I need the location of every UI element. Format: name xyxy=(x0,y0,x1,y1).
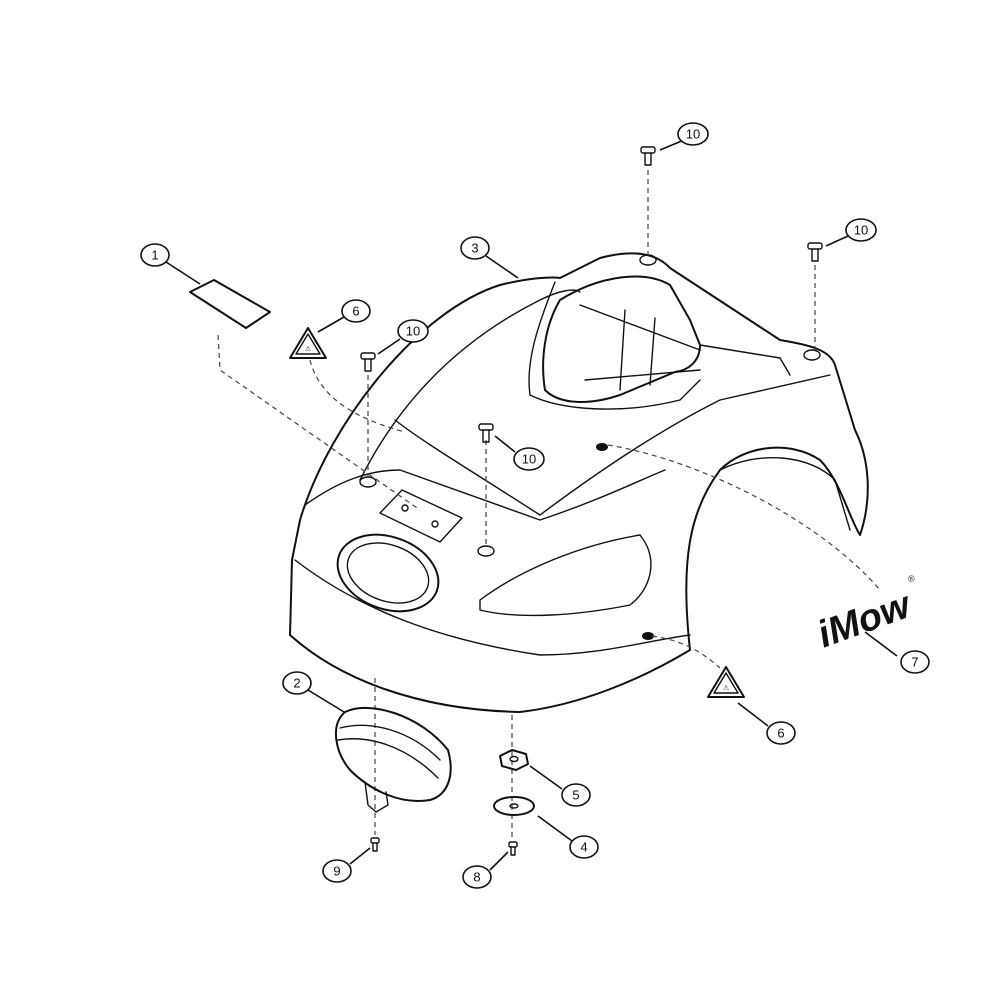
callout-10-left[interactable]: 10 xyxy=(397,319,429,343)
screw-icon[interactable] xyxy=(508,841,518,856)
callout-9[interactable]: 9 xyxy=(322,859,352,883)
callout-10-right[interactable]: 10 xyxy=(845,218,877,242)
callout-10-top[interactable]: 10 xyxy=(677,122,709,146)
callout-label: 5 xyxy=(572,788,579,803)
leader-lines xyxy=(165,139,898,871)
callout-label: 7 xyxy=(911,655,918,670)
callout-10-center[interactable]: 10 xyxy=(513,447,545,471)
callout-5[interactable]: 5 xyxy=(561,783,591,807)
callout-2[interactable]: 2 xyxy=(282,671,312,695)
svg-text:⚠: ⚠ xyxy=(305,345,312,353)
callout-7[interactable]: 7 xyxy=(900,650,930,674)
assembly-lines xyxy=(217,170,881,840)
screw-icon[interactable] xyxy=(640,146,656,166)
screw-icon[interactable] xyxy=(370,837,380,852)
washer[interactable] xyxy=(493,796,535,816)
callout-label: 10 xyxy=(522,452,536,467)
screw-icon[interactable] xyxy=(360,352,376,372)
callout-8[interactable]: 8 xyxy=(462,865,492,889)
logo-registered-mark: ® xyxy=(907,573,917,585)
callout-1[interactable]: 1 xyxy=(140,243,170,267)
label-position-dot xyxy=(642,632,654,640)
callout-label: 6 xyxy=(352,304,359,319)
callout-6-lower[interactable]: 6 xyxy=(766,721,796,745)
screw-icon[interactable] xyxy=(807,242,823,262)
imow-logo[interactable]: iMow ® xyxy=(810,573,930,657)
callout-4[interactable]: 4 xyxy=(569,835,599,859)
callout-label: 3 xyxy=(471,241,478,256)
label-position-dot xyxy=(596,443,608,451)
callout-label: 8 xyxy=(473,870,480,885)
callout-label: 1 xyxy=(151,248,158,263)
screw-icon[interactable] xyxy=(478,423,494,443)
callout-label: 6 xyxy=(777,726,784,741)
warning-triangle-icon[interactable]: ⚠ xyxy=(707,666,745,698)
svg-text:⚠: ⚠ xyxy=(723,684,730,692)
nut[interactable] xyxy=(499,749,529,771)
mower-cover[interactable] xyxy=(289,252,869,713)
callout-3[interactable]: 3 xyxy=(460,236,490,260)
warning-triangle-icon[interactable]: ⚠ xyxy=(289,327,327,359)
bumper-cover[interactable] xyxy=(334,706,452,813)
logo-text: iMow xyxy=(812,584,918,657)
callout-label: 10 xyxy=(854,223,868,238)
label-plate[interactable] xyxy=(189,279,271,329)
callout-label: 9 xyxy=(333,864,340,879)
callout-label: 2 xyxy=(293,676,300,691)
callout-label: 4 xyxy=(580,840,587,855)
callout-label: 10 xyxy=(686,127,700,142)
callout-6-upper[interactable]: 6 xyxy=(341,299,371,323)
callout-label: 10 xyxy=(406,324,420,339)
